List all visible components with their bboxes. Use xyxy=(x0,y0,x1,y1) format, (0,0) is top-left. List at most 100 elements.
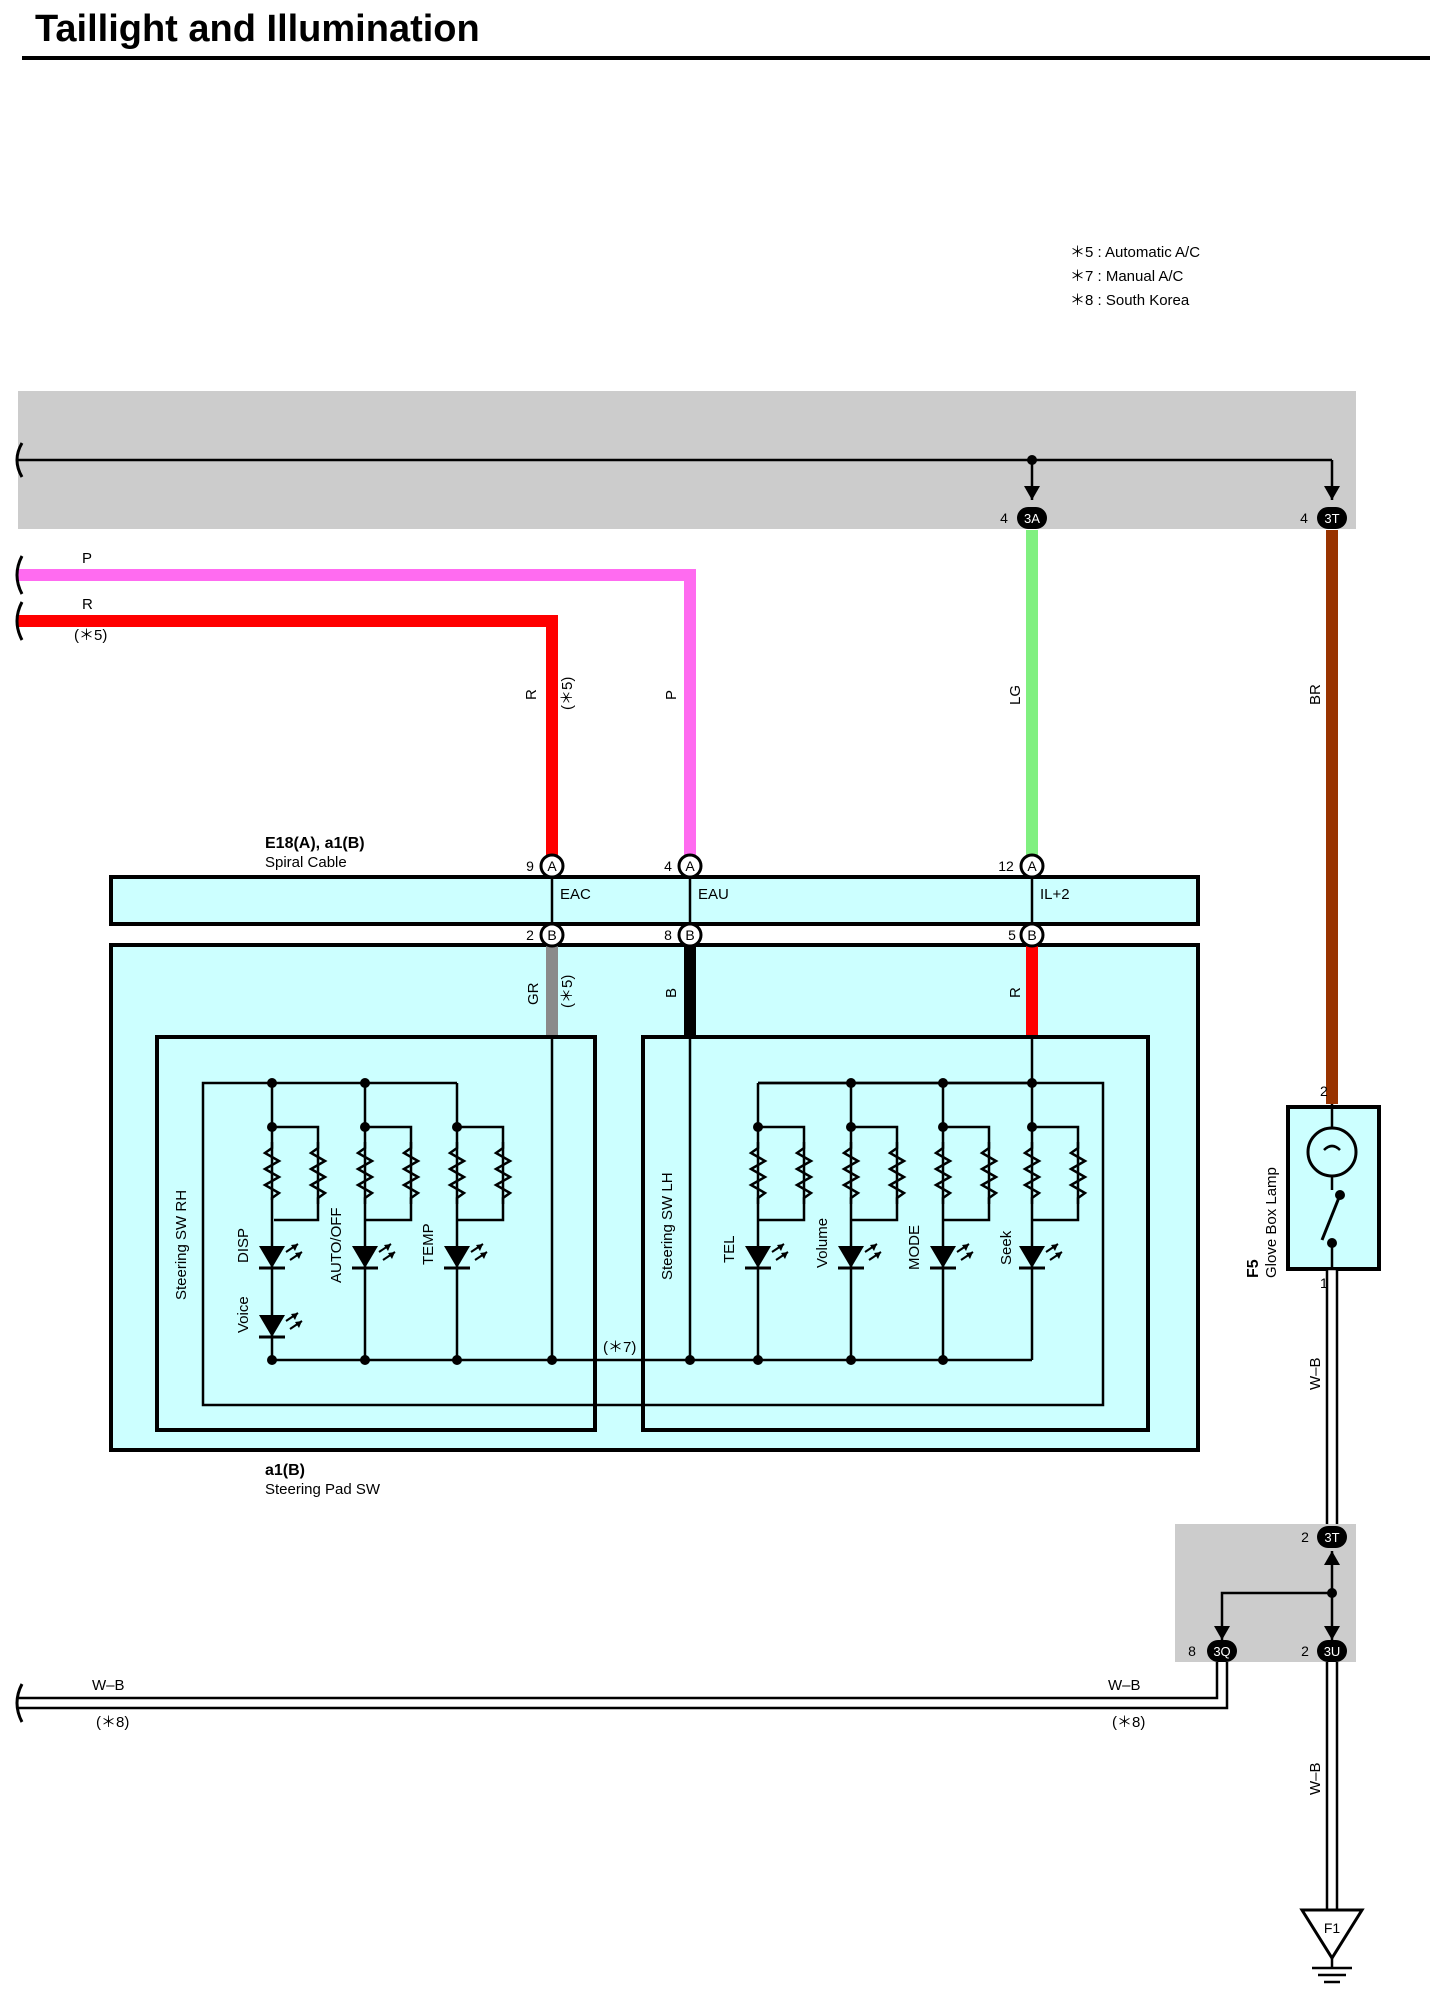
ground-label: F1 xyxy=(1324,1920,1341,1936)
svg-text:3A: 3A xyxy=(1024,511,1040,526)
notes-legend: ＊5 : Automatic A/C ＊7 : Manual A/C ＊8 : … xyxy=(1070,244,1200,309)
connector-a-12: A 12 xyxy=(998,853,1045,879)
wire-red xyxy=(18,615,558,862)
led-branch xyxy=(836,1078,906,1365)
wire-label-br: BR xyxy=(1307,684,1324,705)
steering-sw-rh-box xyxy=(155,1035,597,1432)
svg-text:4: 4 xyxy=(664,858,672,874)
glove-pin-bottom: 1 xyxy=(1320,1275,1328,1291)
arrow-icon xyxy=(1324,1626,1340,1640)
connector-3t-bottom: 3T 2 xyxy=(1301,1526,1347,1548)
wire-note-gr: (＊5) xyxy=(559,975,576,1008)
svg-text:A: A xyxy=(547,858,557,874)
svg-text:9: 9 xyxy=(526,858,534,874)
arrow-icon xyxy=(1214,1626,1230,1640)
wire-break-icon xyxy=(15,601,24,641)
connector-a-9: A 9 xyxy=(526,853,565,879)
wire-label-r-vertical: R xyxy=(523,689,540,700)
led-label-voice: Voice xyxy=(235,1296,252,1333)
wire-white-black-horizontal xyxy=(15,1662,1229,1723)
wire-note-r: (＊5) xyxy=(74,627,107,644)
wire-note-star7: (＊7) xyxy=(603,1339,636,1356)
connector-3u: 3U 2 xyxy=(1301,1640,1347,1662)
led-label-seek: Seek xyxy=(998,1230,1015,1265)
wire-break-icon xyxy=(15,442,24,478)
svg-text:4: 4 xyxy=(1000,510,1008,526)
wire-label-wb-lower: W–B xyxy=(1307,1762,1324,1795)
svg-text:4: 4 xyxy=(1300,510,1308,526)
steering-pad-name: Steering Pad SW xyxy=(265,1481,381,1498)
svg-text:2: 2 xyxy=(1301,1529,1309,1545)
wire-label-p: P xyxy=(82,550,92,567)
wire-note-wb-left: (＊8) xyxy=(96,1714,129,1731)
svg-text:B: B xyxy=(1027,927,1036,943)
svg-text:8: 8 xyxy=(1188,1643,1196,1659)
led-label-disp: DISP xyxy=(235,1228,252,1263)
led-label-mode: MODE xyxy=(906,1225,923,1270)
led-branch xyxy=(743,1083,813,1365)
connector-b-2: B 2 xyxy=(526,922,565,948)
steering-sw-lh-box xyxy=(641,1035,1150,1432)
led-branch xyxy=(257,1078,327,1365)
connector-b-5: B 5 xyxy=(1008,922,1045,948)
spiral-cable-name: Spiral Cable xyxy=(265,854,347,871)
wire-label-b: B xyxy=(663,988,680,998)
led-branch xyxy=(350,1078,420,1365)
note-7: ＊7 : Manual A/C xyxy=(1070,268,1184,285)
svg-text:2: 2 xyxy=(526,927,534,943)
arrow-icon xyxy=(1024,486,1040,500)
svg-text:2: 2 xyxy=(1301,1643,1309,1659)
wire-label-p-vertical: P xyxy=(663,690,680,700)
inner-return-loop xyxy=(201,1081,1105,1407)
svg-text:8: 8 xyxy=(664,927,672,943)
svg-text:A: A xyxy=(1027,858,1037,874)
terminal-il2: IL+2 xyxy=(1040,886,1070,903)
led-branch xyxy=(1017,1078,1087,1360)
led-branch xyxy=(928,1078,998,1365)
wire-note-wb-right: (＊8) xyxy=(1112,1714,1145,1731)
led-label-volume: Volume xyxy=(814,1218,831,1268)
led-label-auto-off: AUTO/OFF xyxy=(328,1207,345,1283)
glove-box-code: F5 xyxy=(1245,1259,1262,1278)
connector-3t-top: 3T 4 xyxy=(1300,507,1347,529)
steering-pad-code: a1(B) xyxy=(265,1462,305,1479)
wire-label-wb-upper: W–B xyxy=(1307,1357,1324,1390)
note-5: ＊5 : Automatic A/C xyxy=(1070,244,1200,261)
terminal-eau: EAU xyxy=(698,886,729,903)
wire-label-gr: GR xyxy=(525,982,542,1005)
wire-label-r: R xyxy=(82,596,93,613)
svg-text:B: B xyxy=(547,927,556,943)
label-steering-sw-rh: Steering SW RH xyxy=(173,1190,190,1300)
switch-icon xyxy=(1320,1194,1342,1241)
svg-text:A: A xyxy=(685,858,695,874)
led-label-tel: TEL xyxy=(721,1235,738,1263)
note-8: ＊8 : South Korea xyxy=(1070,292,1190,309)
svg-text:3T: 3T xyxy=(1324,511,1339,526)
wire-label-wb-right: W–B xyxy=(1108,1677,1141,1694)
led-branch xyxy=(442,1083,512,1365)
ground-icon: F1 xyxy=(1299,1908,1365,1984)
arrow-icon xyxy=(1324,486,1340,500)
connector-b-8: B 8 xyxy=(664,922,703,948)
terminal-eac: EAC xyxy=(560,886,591,903)
spiral-cable-code: E18(A), a1(B) xyxy=(265,835,365,852)
page-title: Taillight and Illumination xyxy=(35,8,480,50)
wire-note-r-vertical: (＊5) xyxy=(559,677,576,710)
label-steering-sw-lh: Steering SW LH xyxy=(659,1172,676,1280)
svg-text:3U: 3U xyxy=(1324,1644,1341,1659)
wire-label-r-lower: R xyxy=(1007,987,1024,998)
wire-break-icon xyxy=(15,555,24,595)
wire-break-icon xyxy=(15,1683,24,1723)
wire-pink xyxy=(18,569,696,862)
arrow-icon xyxy=(1324,1551,1340,1565)
connector-3q: 3Q 8 xyxy=(1188,1640,1237,1662)
svg-text:3T: 3T xyxy=(1324,1530,1339,1545)
svg-text:B: B xyxy=(685,927,694,943)
wire-label-wb-left: W–B xyxy=(92,1677,125,1694)
wire-label-lg: LG xyxy=(1007,685,1024,705)
connector-a-4: A 4 xyxy=(664,853,703,879)
glove-pin-top: 2 xyxy=(1320,1083,1328,1099)
svg-text:12: 12 xyxy=(998,858,1014,874)
svg-text:3Q: 3Q xyxy=(1213,1644,1230,1659)
